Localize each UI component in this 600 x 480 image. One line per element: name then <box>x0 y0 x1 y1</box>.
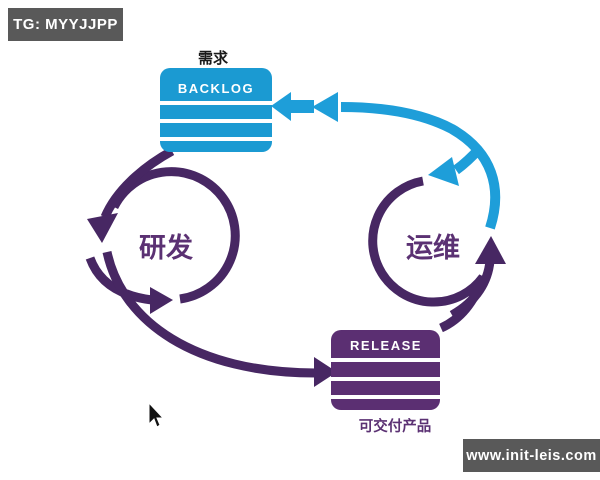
ops-to-backlog-arrowhead <box>312 92 338 122</box>
ops-cycle-label: 运维 <box>406 233 460 263</box>
blue-feedback-strokes <box>340 102 501 230</box>
release-box: RELEASE <box>331 330 440 410</box>
release-stripe <box>331 377 440 381</box>
backlog-stripe <box>160 119 272 123</box>
short-backlog-arrowhead <box>271 92 291 121</box>
dev-inner-arrow-shaft <box>85 256 153 305</box>
backlog-box-body <box>160 68 272 152</box>
deliverable-label: 可交付产品 <box>359 417 432 435</box>
purple-cycle-strokes <box>85 147 495 378</box>
ops-feedback-branch <box>453 144 484 175</box>
purple-arrowheads <box>87 213 506 387</box>
backlog-box: BACKLOG <box>160 68 272 152</box>
requirement-label: 需求 <box>198 49 229 67</box>
watermark-badge: www.init-leis.com <box>463 439 600 472</box>
dev-cycle-circle <box>109 167 240 304</box>
dev-inner-arrowhead <box>150 287 173 314</box>
backlog-title: BACKLOG <box>178 81 254 96</box>
backlog-to-dev-arrow-shaft <box>100 147 175 219</box>
release-stripe <box>331 395 440 399</box>
ops-feedback-arrowhead <box>428 157 459 186</box>
release-to-ops-arrowhead <box>475 236 506 264</box>
dev-cycle-label: 研发 <box>139 232 193 263</box>
release-box-body <box>331 330 440 410</box>
dev-to-release-arrow-shaft <box>102 251 317 378</box>
release-stripe <box>331 358 440 362</box>
release-to-ops-arrow-shaft <box>449 260 495 319</box>
channel-badge: TG: MYYJJPP <box>8 8 123 41</box>
backlog-stripe <box>160 101 272 105</box>
ops-to-backlog-arc <box>340 102 501 230</box>
backlog-stripe <box>160 137 272 141</box>
backlog-to-dev-arrowhead <box>87 213 118 243</box>
short-backlog-arrow-bar <box>291 100 314 113</box>
release-title: RELEASE <box>350 338 422 353</box>
dev-to-release-arrowhead <box>314 357 337 387</box>
mouse-cursor-icon <box>148 401 165 428</box>
blue-arrowheads <box>271 92 459 186</box>
